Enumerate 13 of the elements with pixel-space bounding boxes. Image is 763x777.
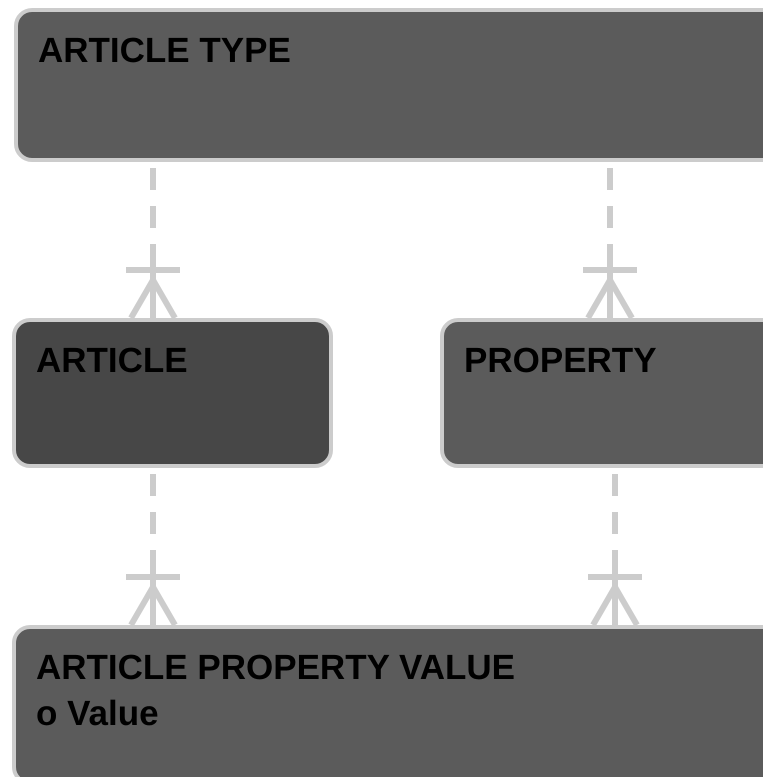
- relationship-line: [123, 474, 183, 628]
- entity-box: [14, 8, 763, 162]
- entity-title: ARTICLE TYPE: [38, 30, 291, 72]
- entity-title: ARTICLE: [36, 340, 188, 382]
- relationship-line: [580, 168, 640, 321]
- attribute-text: o Value: [36, 693, 159, 735]
- entity-box: [440, 318, 763, 468]
- entity-box: [12, 625, 763, 777]
- entity-title: ARTICLE PROPERTY VALUE: [36, 647, 516, 689]
- entity-title: PROPERTY: [464, 340, 657, 382]
- relationship-line: [123, 168, 183, 321]
- relationship-line: [585, 474, 645, 628]
- entity-box: [12, 318, 333, 468]
